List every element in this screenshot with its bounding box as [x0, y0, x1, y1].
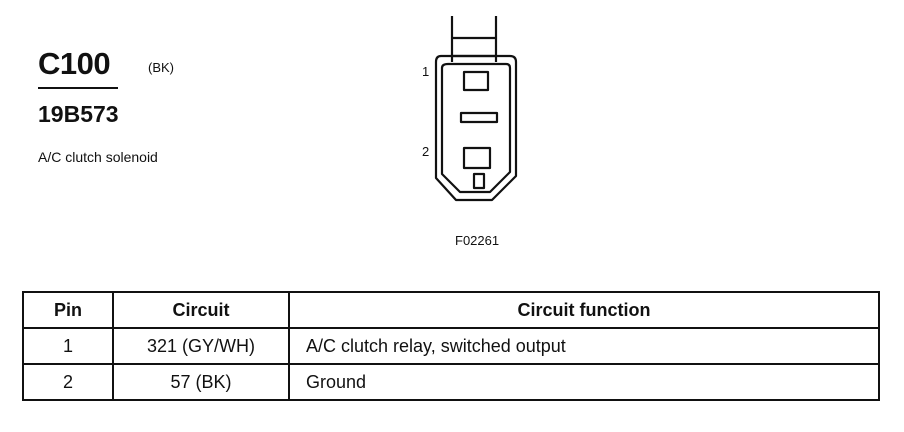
cell-pin: 2: [22, 363, 114, 401]
connector-id: C100: [38, 46, 111, 81]
cell-circuit-function: Ground: [288, 363, 880, 401]
figure-id: F02261: [455, 233, 500, 248]
connector-face-drawing: [434, 16, 518, 202]
table-header-row: Pin Circuit Circuit function: [22, 291, 880, 329]
cell-circuit: 57 (BK): [112, 363, 290, 401]
table-row: 1 321 (GY/WH) A/C clutch relay, switched…: [22, 327, 880, 365]
terminal-cavity-1: [462, 70, 490, 92]
connector-color-code: (BK): [148, 60, 174, 75]
cell-pin: 1: [22, 327, 114, 365]
cell-circuit-function: A/C clutch relay, switched output: [288, 327, 880, 365]
housing-outer: [434, 54, 518, 202]
connector-id-underline: [38, 87, 118, 89]
pin-label-1: 1: [422, 64, 430, 79]
key-slot: [459, 111, 499, 124]
pin-label-2: 2: [422, 144, 430, 159]
table-row: 2 57 (BK) Ground: [22, 363, 880, 401]
part-number: 19B573: [38, 101, 119, 127]
header-pin: Pin: [22, 291, 114, 329]
component-name: A/C clutch solenoid: [38, 149, 158, 165]
cell-circuit: 321 (GY/WH): [112, 327, 290, 365]
header-circuit-function: Circuit function: [288, 291, 880, 329]
terminal-cavity-2: [462, 146, 492, 170]
latch-tab: [450, 36, 498, 58]
pin-table: Pin Circuit Circuit function 1 321 (GY/W…: [22, 291, 880, 401]
header-circuit: Circuit: [112, 291, 290, 329]
housing-inner: [440, 62, 512, 194]
bottom-key: [472, 172, 486, 190]
